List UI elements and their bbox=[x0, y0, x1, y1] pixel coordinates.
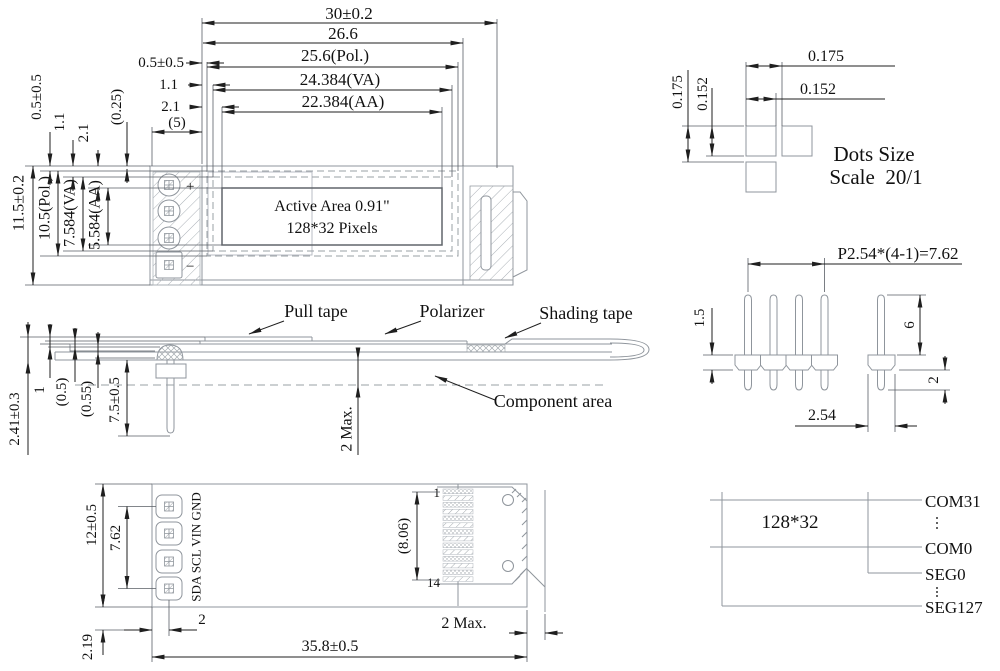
dim-polarizer-offset-v: 0.5±0.5 bbox=[29, 74, 45, 120]
dim-top-gap: (0.25) bbox=[109, 89, 125, 125]
dim-aa-offset-h: 2.1 bbox=[161, 99, 180, 115]
dot-2 bbox=[781, 125, 813, 157]
back-view: SDA SCL VIN GND 1 14 bbox=[80, 483, 563, 662]
shading-tape-side bbox=[466, 344, 506, 353]
mounting-hole-top bbox=[502, 494, 514, 506]
back-pads bbox=[155, 494, 183, 601]
dim-pcb-left: (5) bbox=[168, 115, 186, 131]
pull-tape-label: Pull tape bbox=[284, 301, 348, 321]
dim-polarizer-offset-h: 0.5±0.5 bbox=[138, 55, 184, 71]
dim-va-offset-h: 1.1 bbox=[159, 77, 178, 93]
dim-polarizer-height: 10.5(Pol.) bbox=[37, 176, 54, 240]
dim-va-width: 24.384(VA) bbox=[300, 70, 380, 89]
pull-tape-outline bbox=[207, 171, 313, 256]
com0-label: COM0 bbox=[925, 539, 972, 558]
dim-pad-bottom-offset: 2.19 bbox=[80, 634, 96, 660]
dim-aa-width: 22.384(AA) bbox=[302, 92, 385, 111]
pin-header-detail: P2.54*(4-1)=7.62 1.5 6 2 2.54 bbox=[692, 244, 962, 432]
pin-minus-mark: − bbox=[186, 259, 194, 275]
dim-component-max: 2 Max. bbox=[339, 406, 356, 451]
fpc-pin-14-label: 14 bbox=[427, 575, 441, 590]
dim-header-pitch-total: P2.54*(4-1)=7.62 bbox=[837, 244, 958, 263]
dim-overall-width: 30±0.2 bbox=[325, 4, 373, 23]
active-area-label-1: Active Area 0.91" bbox=[274, 198, 389, 215]
dots-size-detail: 0.175 0.152 0.175 0.152 Dots Size Scale … bbox=[670, 48, 923, 193]
fpc-connector bbox=[442, 488, 474, 582]
dim-glass-width: 26.6 bbox=[328, 24, 358, 43]
dim-polarizer-thickness: (0.5) bbox=[54, 378, 70, 407]
side-thickness-dims: 2.41±0.3 1 (0.5) (0.55) 7.5±0.5 2 Max. bbox=[7, 322, 361, 455]
pin-plus-mark: + bbox=[186, 179, 194, 195]
com-seg-mapping: 128*32 COM31 COM0 SEG0 SEG127 bbox=[710, 492, 983, 617]
dot-1 bbox=[745, 125, 777, 157]
active-area-outline bbox=[221, 187, 443, 246]
dim-aa-offset-v: 2.1 bbox=[76, 124, 92, 143]
dim-fpc-max: 2 Max. bbox=[441, 615, 486, 632]
dim-aa-height: 5.584(AA) bbox=[87, 180, 104, 250]
folded-fpc-edge bbox=[526, 490, 546, 612]
polarizer-outline bbox=[206, 170, 459, 257]
dim-tape-thickness: 1 bbox=[32, 386, 48, 394]
header-side-view bbox=[867, 294, 896, 391]
pin-header-body bbox=[155, 363, 187, 379]
dots-size-scale: Scale 20/1 bbox=[829, 165, 922, 189]
dim-overall-height: 11.5±0.2 bbox=[11, 175, 28, 231]
dim-dot-size-v: 0.152 bbox=[695, 77, 711, 111]
shading-tape-slot bbox=[480, 195, 492, 271]
rounded-end-cap bbox=[609, 338, 650, 361]
dim-glass-thickness: (0.55) bbox=[79, 381, 95, 417]
side-callouts: Pull tape Polarizer Shading tape Compone… bbox=[248, 301, 633, 411]
mapping-lines bbox=[710, 492, 922, 607]
dim-pad-left-offset: 2 bbox=[198, 612, 206, 628]
dim-fpc-span: (8.06) bbox=[396, 518, 412, 554]
viewing-area-outline bbox=[212, 176, 453, 252]
dim-header-pitch: 2.54 bbox=[808, 407, 836, 424]
dim-polarizer-width: 25.6(Pol.) bbox=[301, 46, 369, 65]
dim-pin-length: 7.5±0.5 bbox=[107, 377, 123, 423]
shading-tape-tab bbox=[512, 191, 528, 278]
dim-va-offset-v: 1.1 bbox=[52, 113, 68, 132]
component-area-label: Component area bbox=[494, 391, 612, 411]
dots-size-title: Dots Size bbox=[833, 142, 914, 166]
dim-pcb-width: 35.8±0.5 bbox=[302, 638, 359, 655]
dim-va-height: 7.584(VA) bbox=[62, 179, 79, 247]
dot-3 bbox=[745, 161, 777, 193]
dim-total-thickness: 2.41±0.3 bbox=[7, 392, 23, 445]
side-view: 2.41±0.3 1 (0.5) (0.55) 7.5±0.5 2 Max. P… bbox=[7, 301, 650, 455]
active-area-label-2: 128*32 Pixels bbox=[286, 220, 377, 237]
solder-fillet bbox=[156, 344, 184, 361]
shading-tape-label: Shading tape bbox=[539, 303, 632, 323]
seg0-label: SEG0 bbox=[925, 565, 966, 584]
seg-ellipsis-dots bbox=[936, 587, 938, 597]
header-pin bbox=[166, 377, 175, 434]
dim-dot-size-h: 0.152 bbox=[800, 81, 836, 98]
matrix-size-label: 128*32 bbox=[762, 512, 819, 533]
dim-pcb-height: 12±0.5 bbox=[84, 504, 100, 546]
mounting-hole-bottom bbox=[502, 560, 514, 572]
dim-dot-pitch-h: 0.175 bbox=[808, 48, 844, 65]
com31-label: COM31 bbox=[925, 492, 981, 511]
dim-pin-top-length: 6 bbox=[902, 321, 918, 329]
pad-signal-labels: SDA SCL VIN GND bbox=[189, 492, 204, 601]
front-width-dims: 30±0.2 26.6 25.6(Pol.) 24.384(VA) 22.384… bbox=[138, 4, 498, 135]
front-view: + − Active Area 0.91" 128*32 Pixels 30±0… bbox=[11, 4, 528, 286]
dim-header-base-height: 1.5 bbox=[692, 309, 708, 328]
front-height-dims: 11.5±0.2 10.5(Pol.) 7.584(VA) 5.584(AA) … bbox=[11, 74, 130, 286]
stack-layers bbox=[54, 336, 612, 361]
com-ellipsis-dots bbox=[936, 517, 938, 529]
dim-pad-span: 7.62 bbox=[108, 525, 124, 551]
fpc-pin-1-label: 1 bbox=[434, 485, 441, 500]
front-pads bbox=[155, 173, 183, 279]
dim-pin-bottom-length: 2 bbox=[926, 376, 942, 384]
pcb-outline bbox=[151, 483, 528, 608]
dim-dot-pitch-v: 0.175 bbox=[670, 75, 686, 109]
polarizer-label: Polarizer bbox=[420, 301, 485, 321]
header-front-view bbox=[734, 294, 838, 391]
seg127-label: SEG127 bbox=[925, 598, 983, 617]
